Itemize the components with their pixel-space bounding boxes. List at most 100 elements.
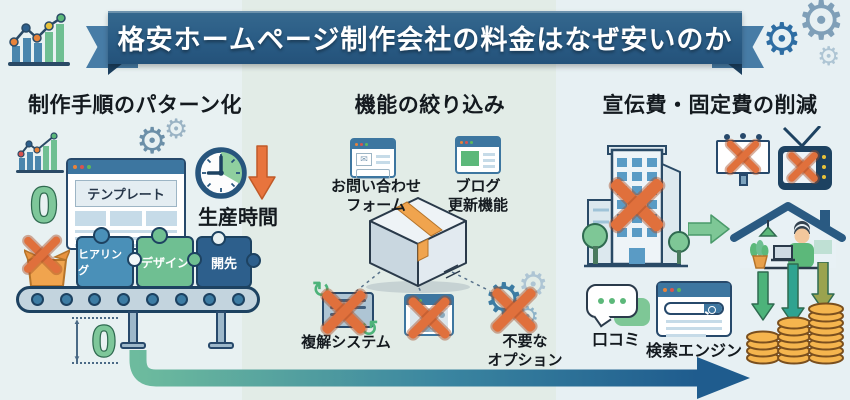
billboard-bulb — [756, 134, 762, 140]
column-header-costs: 宣伝費・固定費の削減 — [602, 94, 818, 117]
svg-text:0: 0 — [30, 177, 58, 232]
column-header-pattern: 制作手順のパターン化 — [28, 94, 242, 117]
measure-arrow-down-icon: ▼ — [73, 354, 81, 363]
window-dot — [355, 143, 358, 146]
belt-roller — [59, 293, 73, 306]
skeleton-line — [483, 153, 495, 156]
label-line: オプション — [487, 351, 563, 369]
puzzle-knob — [246, 253, 261, 268]
blog-update-label: ブログ 更新機能 — [433, 178, 523, 216]
window-dot — [460, 141, 463, 144]
skeleton-lines — [483, 151, 495, 168]
puzzle-step-design: デザイン — [136, 236, 194, 288]
belt-foot — [208, 342, 234, 349]
window-dot — [465, 141, 468, 144]
belt-roller — [174, 293, 188, 306]
skeleton-line — [75, 230, 177, 233]
belt-roller — [88, 293, 102, 306]
skeleton-line — [666, 327, 722, 330]
measure-arrow-up-icon: ▲ — [73, 317, 81, 326]
skeleton-line — [483, 165, 495, 168]
tv-knob — [822, 175, 826, 179]
gear-icon: ⚙ — [762, 14, 802, 65]
belt-foot — [120, 342, 146, 349]
search-bar — [664, 302, 724, 315]
belt-roller — [145, 293, 159, 306]
template-browser-window: テンプレート — [66, 158, 186, 250]
label-line: 更新機能 — [447, 196, 508, 214]
system-line — [330, 313, 352, 316]
puzzle-step-label: デザイン — [140, 255, 189, 270]
window-titlebar — [352, 140, 394, 149]
billboard-leg — [739, 174, 748, 186]
gear-icon: ⚙ — [797, 0, 846, 52]
window-dot — [670, 288, 674, 292]
cost-coins-icon — [746, 262, 844, 365]
system-line — [330, 306, 366, 309]
window-dot — [414, 299, 417, 302]
window-dot — [419, 299, 422, 302]
blog-thumbnail — [461, 151, 479, 166]
window-dot — [360, 143, 363, 146]
puzzle-knob — [151, 227, 168, 244]
dimension-measure-line — [76, 322, 78, 362]
zero-dimension-figure: 0 — [91, 316, 118, 364]
template-tile — [110, 211, 142, 226]
puzzle-joint — [187, 252, 202, 267]
envelope-icon: ✉ — [356, 153, 372, 166]
bubble-dot — [620, 298, 626, 304]
time-down-arrow-icon — [248, 145, 276, 200]
window-titlebar — [68, 160, 184, 174]
tv-knob — [822, 155, 826, 159]
template-label: テンプレート — [75, 180, 177, 207]
dimension-line-bottom — [72, 362, 118, 364]
tv-screen — [783, 152, 816, 183]
puzzle-step-develop: 開先 — [196, 236, 252, 288]
gear-icon: ⚙ — [484, 274, 524, 325]
window-dot — [80, 165, 84, 169]
belt-roller — [232, 293, 246, 306]
conveyor-belt — [16, 286, 260, 313]
form-input-bar — [356, 169, 390, 179]
word-of-mouth-label: 口コミ — [591, 332, 640, 349]
search-engine-label: 検索エンジン — [646, 343, 743, 360]
puzzle-knob — [93, 227, 110, 244]
puzzle-step-hearing: ヒアリング — [76, 236, 134, 288]
gear-icon: ⚙ — [136, 121, 169, 162]
background-band-middle — [242, 0, 556, 400]
template-tile — [145, 211, 177, 226]
search-icon — [708, 306, 716, 314]
image-placeholder — [410, 308, 448, 332]
window-dot — [677, 288, 681, 292]
template-tile — [75, 211, 107, 226]
billboard-icon — [716, 140, 770, 174]
contact-form-label: お問い合わせ フォーム — [328, 178, 424, 216]
belt-roller — [30, 293, 44, 306]
window-dot — [73, 165, 77, 169]
search-button — [704, 304, 722, 314]
gear-icon: ⚙ — [516, 302, 540, 332]
label-line: お問い合わせ — [330, 178, 421, 195]
puzzle-notch — [211, 231, 226, 246]
dimension-line-top — [72, 317, 118, 319]
svg-text:0: 0 — [92, 317, 116, 364]
belt-roller — [203, 293, 217, 306]
image-mountains-icon — [414, 312, 448, 332]
bubble-dot — [609, 298, 615, 304]
label-line: ブログ — [455, 178, 501, 195]
clock-icon — [195, 147, 247, 199]
skeleton-lines — [376, 153, 390, 166]
gear-icon: ⚙ — [817, 42, 841, 72]
system-icon — [322, 292, 374, 328]
billboard-bulb — [740, 133, 746, 139]
options-label: 不要な オプション — [470, 333, 580, 371]
window-dot — [365, 143, 368, 146]
contact-form-window: ✉ — [350, 138, 396, 179]
custom-box-icon — [24, 249, 70, 287]
refresh-ccw-icon: ↺ — [360, 316, 379, 341]
tv-icon — [778, 146, 832, 190]
skeleton-line — [483, 159, 495, 162]
growth-chart-icon — [8, 13, 70, 66]
puzzle-joint — [127, 252, 142, 267]
